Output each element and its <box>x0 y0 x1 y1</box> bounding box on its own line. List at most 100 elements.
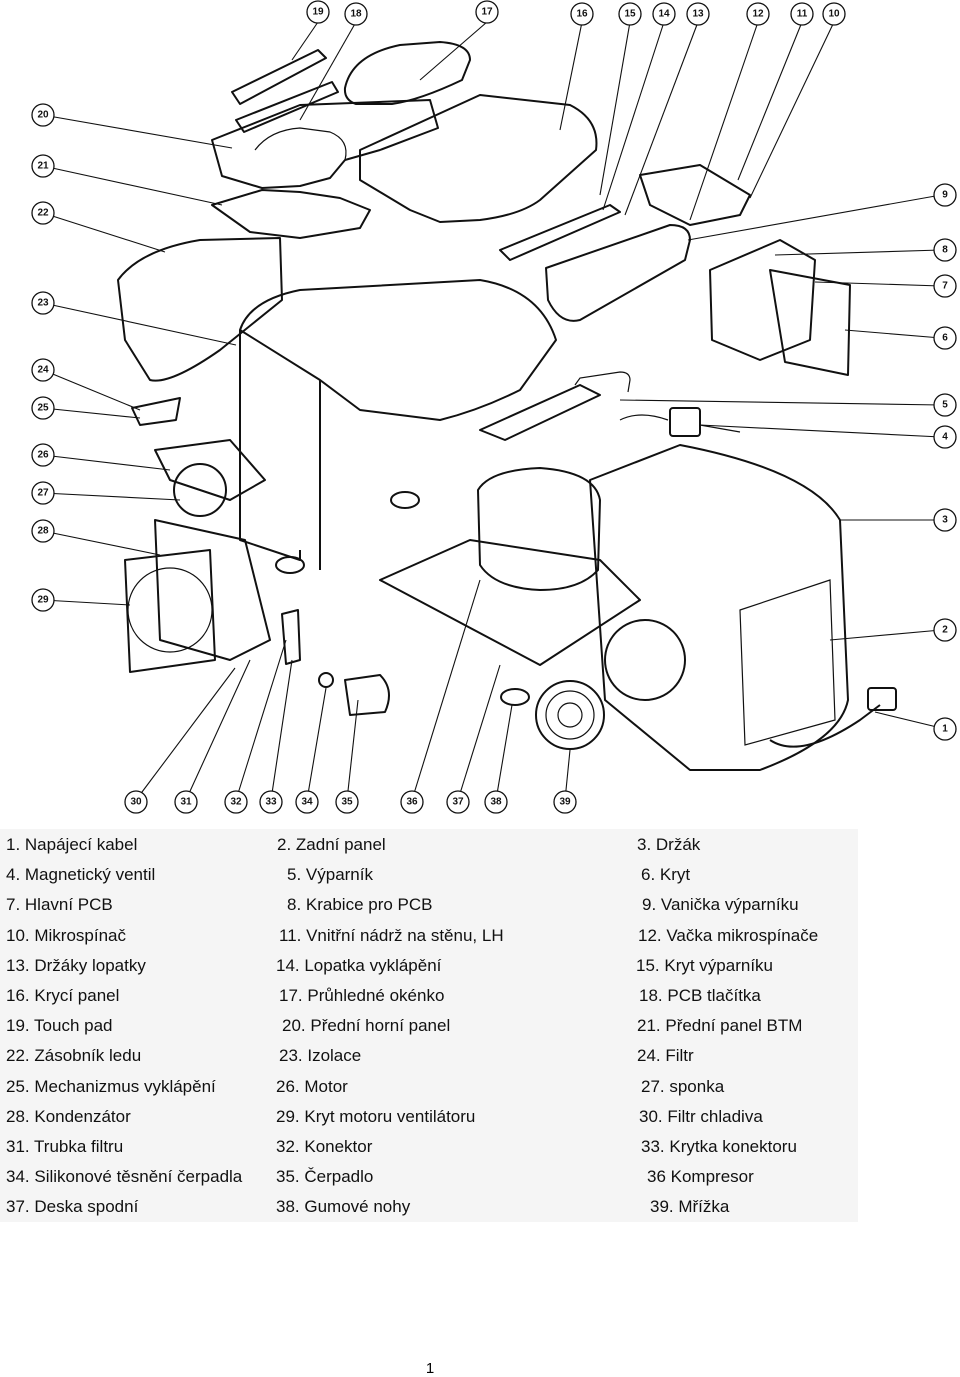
legend-row: 16. Krycí panel 17. Průhledné okénko 18.… <box>0 980 858 1010</box>
callout-14: 14 <box>652 2 676 26</box>
svg-text:24: 24 <box>37 365 49 376</box>
svg-text:21: 21 <box>37 161 49 172</box>
legend-item: 38. Gumové nohy <box>276 1197 411 1217</box>
legend-item: 4. Magnetický ventil <box>6 865 156 885</box>
callout-bubbles: 1 2 3 4 5 6 7 8 9 10 11 12 13 14 15 16 1… <box>31 0 957 814</box>
callout-2: 2 <box>933 618 957 642</box>
legend-item: 31. Trubka filtru <box>6 1136 124 1156</box>
callout-26: 26 <box>31 443 55 467</box>
svg-text:4: 4 <box>942 432 948 443</box>
svg-text:10: 10 <box>828 9 840 20</box>
callout-10: 10 <box>822 2 846 26</box>
callout-16: 16 <box>570 2 594 26</box>
legend-item: 26. Motor <box>276 1076 348 1096</box>
callout-24: 24 <box>31 358 55 382</box>
callout-13: 13 <box>686 2 710 26</box>
svg-text:14: 14 <box>658 9 670 20</box>
legend-item: 29. Kryt motoru ventilátoru <box>276 1106 476 1126</box>
legend-item: 21. Přední panel BTM <box>637 1016 803 1036</box>
legend-item: 10. Mikrospínač <box>6 925 126 945</box>
svg-text:15: 15 <box>624 9 636 20</box>
svg-text:3: 3 <box>942 515 948 526</box>
svg-text:16: 16 <box>576 9 588 20</box>
svg-text:6: 6 <box>942 333 948 344</box>
callout-29: 29 <box>31 588 55 612</box>
legend-item: 12. Vačka mikrospínače <box>638 925 819 945</box>
svg-text:32: 32 <box>230 797 242 808</box>
legend-item: 15. Kryt výparníku <box>636 955 774 975</box>
callout-21: 21 <box>31 154 55 178</box>
svg-text:37: 37 <box>452 797 464 808</box>
svg-text:27: 27 <box>37 488 49 499</box>
legend-row: 34. Silikonové těsnění čerpadla 35. Čerp… <box>0 1161 858 1191</box>
legend-row: 1. Napájecí kabel 2. Zadní panel 3. Držá… <box>0 829 858 859</box>
svg-text:1: 1 <box>942 724 948 735</box>
legend-row: 13. Držáky lopatky 14. Lopatka vyklápění… <box>0 950 858 980</box>
callout-9: 9 <box>933 183 957 207</box>
legend-item: 9. Vanička výparníku <box>642 895 799 915</box>
svg-text:31: 31 <box>180 797 192 808</box>
callout-25: 25 <box>31 396 55 420</box>
svg-text:12: 12 <box>752 9 764 20</box>
svg-text:29: 29 <box>37 595 49 606</box>
callout-1: 1 <box>933 717 957 741</box>
legend-item: 13. Držáky lopatky <box>6 955 146 975</box>
callout-37: 37 <box>446 790 470 814</box>
callout-35: 35 <box>335 790 359 814</box>
callout-33: 33 <box>259 790 283 814</box>
page-number: 1 <box>425 1360 435 1377</box>
legend-item: 5. Výparník <box>287 865 373 885</box>
callout-31: 31 <box>174 790 198 814</box>
svg-text:2: 2 <box>942 625 948 636</box>
legend-item: 2. Zadní panel <box>277 835 386 854</box>
svg-text:13: 13 <box>692 9 704 20</box>
legend-item: 39. Mřížka <box>650 1197 730 1217</box>
svg-text:8: 8 <box>942 245 948 256</box>
callout-3: 3 <box>933 508 957 532</box>
svg-text:36: 36 <box>406 797 418 808</box>
legend-item: 28. Kondenzátor <box>6 1106 131 1126</box>
legend-item: 27. sponka <box>641 1076 725 1096</box>
callout-30: 30 <box>124 790 148 814</box>
svg-text:18: 18 <box>350 9 362 20</box>
callout-39: 39 <box>553 790 577 814</box>
legend-item: 23. Izolace <box>279 1046 362 1066</box>
svg-text:5: 5 <box>942 400 948 411</box>
legend-item: 1. Napájecí kabel <box>6 835 138 854</box>
legend-item: 35. Čerpadlo <box>276 1167 374 1187</box>
callout-34: 34 <box>295 790 319 814</box>
callout-27: 27 <box>31 481 55 505</box>
callout-38: 38 <box>484 790 508 814</box>
svg-text:7: 7 <box>942 281 948 292</box>
parts-legend: 1. Napájecí kabel 2. Zadní panel 3. Držá… <box>0 829 858 1222</box>
svg-text:23: 23 <box>37 298 49 309</box>
callout-28: 28 <box>31 519 55 543</box>
callout-7: 7 <box>933 274 957 298</box>
legend-row: 31. Trubka filtru 32. Konektor 33. Krytk… <box>0 1131 858 1161</box>
callout-5: 5 <box>933 393 957 417</box>
svg-text:33: 33 <box>265 797 277 808</box>
svg-text:9: 9 <box>942 190 948 201</box>
svg-text:30: 30 <box>130 797 142 808</box>
svg-text:11: 11 <box>797 9 808 20</box>
svg-text:34: 34 <box>301 797 313 808</box>
legend-row: 7. Hlavní PCB 8. Krabice pro PCB 9. Vani… <box>0 889 858 919</box>
legend-item: 37. Deska spodní <box>6 1197 139 1217</box>
legend-item: 18. PCB tlačítka <box>639 985 761 1005</box>
svg-text:22: 22 <box>37 208 49 219</box>
svg-text:26: 26 <box>37 450 49 461</box>
legend-item: 33. Krytka konektoru <box>641 1136 797 1156</box>
legend-item: 3. Držák <box>637 835 701 854</box>
callout-17: 17 <box>475 0 499 24</box>
callout-23: 23 <box>31 291 55 315</box>
legend-row: 19. Touch pad 20. Přední horní panel 21.… <box>0 1010 858 1040</box>
svg-text:39: 39 <box>559 797 571 808</box>
svg-text:19: 19 <box>312 7 324 18</box>
legend-item: 25. Mechanizmus vyklápění <box>6 1076 216 1096</box>
legend-item: 30. Filtr chladiva <box>639 1106 763 1126</box>
callout-32: 32 <box>224 790 248 814</box>
legend-item: 16. Krycí panel <box>6 985 120 1005</box>
callout-18: 18 <box>344 2 368 26</box>
legend-row: 10. Mikrospínač 11. Vnitřní nádrž na stě… <box>0 920 858 950</box>
callout-20: 20 <box>31 103 55 127</box>
